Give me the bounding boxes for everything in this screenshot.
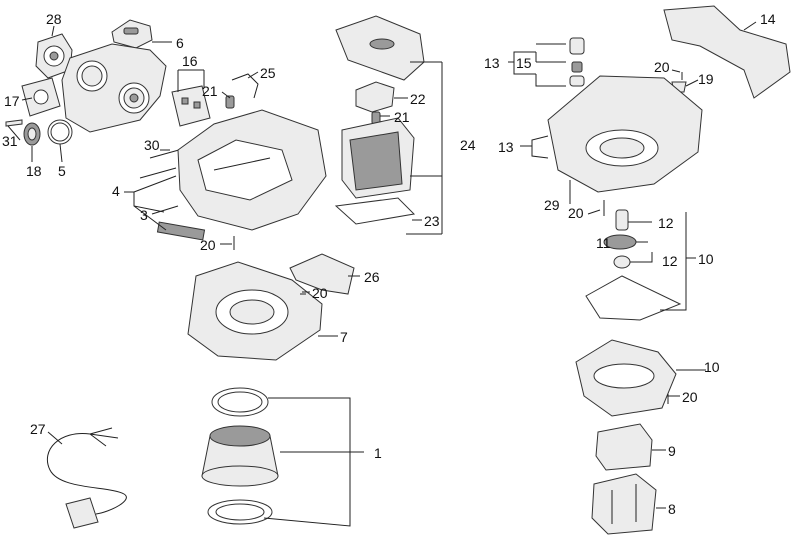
part-16-board (171, 85, 211, 127)
label-5: 5 (58, 163, 66, 179)
part-12-float-valve (613, 255, 631, 269)
label-22: 22 (410, 91, 426, 107)
label-3: 3 (140, 207, 148, 223)
label-6: 6 (176, 35, 184, 51)
label-25: 25 (260, 65, 276, 81)
label-19: 19 (698, 71, 714, 87)
screw-icons (233, 72, 683, 404)
part-12-float-stem (615, 209, 629, 231)
part-head-housing (156, 109, 327, 241)
part-15-float (569, 37, 585, 87)
part-6-handle (111, 19, 153, 49)
label-9: 9 (668, 443, 676, 459)
part-front-panel (61, 43, 167, 133)
label-11: 11 (596, 235, 611, 251)
label-21-right: 21 (394, 109, 410, 125)
part-27-power-cord (47, 427, 127, 529)
label-10-bottom: 10 (704, 359, 720, 375)
label-20-left: 20 (200, 237, 216, 253)
part-1-motor (201, 425, 279, 487)
label-12-bottom: 12 (662, 253, 678, 269)
callout-labels: 28 6 16 25 21 17 31 18 5 30 4 3 20 22 21… (2, 11, 776, 517)
part-24-filter-box (341, 117, 415, 199)
label-24: 24 (460, 137, 476, 153)
label-30: 30 (144, 137, 160, 153)
part-1-seal (211, 387, 269, 417)
part-7-motor-housing (187, 261, 323, 361)
label-27: 27 (30, 421, 46, 437)
label-17: 17 (4, 93, 20, 109)
part-17-housing (21, 77, 61, 117)
label-12-top: 12 (658, 215, 674, 231)
label-28: 28 (46, 11, 62, 27)
part-10-filter-sheet (585, 275, 682, 321)
part-24-top-handle (335, 15, 425, 81)
part-9-filter (595, 423, 653, 471)
label-20-right-bottom: 20 (682, 389, 698, 405)
part-5-ring (47, 119, 73, 145)
part-10-insert (575, 339, 677, 417)
label-31: 31 (2, 133, 18, 149)
label-4: 4 (112, 183, 120, 199)
part-21-spring-left (225, 95, 235, 109)
label-26: 26 (364, 269, 380, 285)
label-1: 1 (374, 445, 382, 461)
label-20-right-mid: 20 (568, 205, 584, 221)
part-22-cover (355, 81, 395, 113)
part-13-container-top (547, 75, 703, 193)
part-1-ring (207, 499, 273, 525)
label-20-right-top: 20 (654, 59, 670, 75)
part-26-guide (289, 253, 355, 295)
part-18-knob (23, 122, 41, 146)
part-23-gasket (334, 197, 416, 225)
part-31-screw (5, 119, 23, 127)
label-29: 29 (544, 197, 560, 213)
leader-lines (7, 21, 757, 527)
label-8: 8 (668, 501, 676, 517)
label-18: 18 (26, 163, 42, 179)
part-25-bracket (231, 73, 259, 99)
label-14: 14 (760, 11, 776, 27)
label-13-mid: 13 (498, 139, 514, 155)
label-23: 23 (424, 213, 440, 229)
label-15: 15 (516, 55, 532, 71)
label-7: 7 (340, 329, 348, 345)
label-13-top: 13 (484, 55, 500, 71)
label-20-mid: 20 (312, 285, 328, 301)
part-8-container (591, 473, 657, 535)
label-16: 16 (182, 53, 198, 69)
part-14-cover (663, 5, 791, 99)
label-10-top: 10 (698, 251, 714, 267)
label-21-left: 21 (202, 83, 218, 99)
